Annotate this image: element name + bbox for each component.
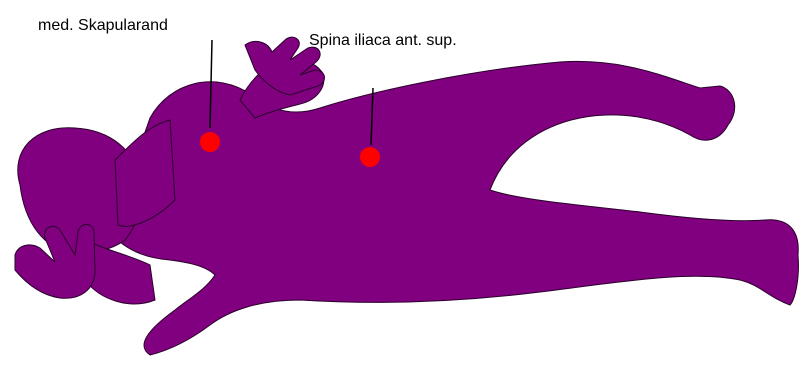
- scapula-label: med. Skapularand: [38, 18, 168, 34]
- scapula-marker: [200, 132, 220, 152]
- iliac-spine-label: Spina iliaca ant. sup.: [309, 33, 457, 49]
- lower-hand: [15, 225, 95, 299]
- iliac-marker: [360, 147, 380, 167]
- torso-and-lower-leg: [110, 61, 798, 355]
- body-silhouette: [15, 37, 798, 355]
